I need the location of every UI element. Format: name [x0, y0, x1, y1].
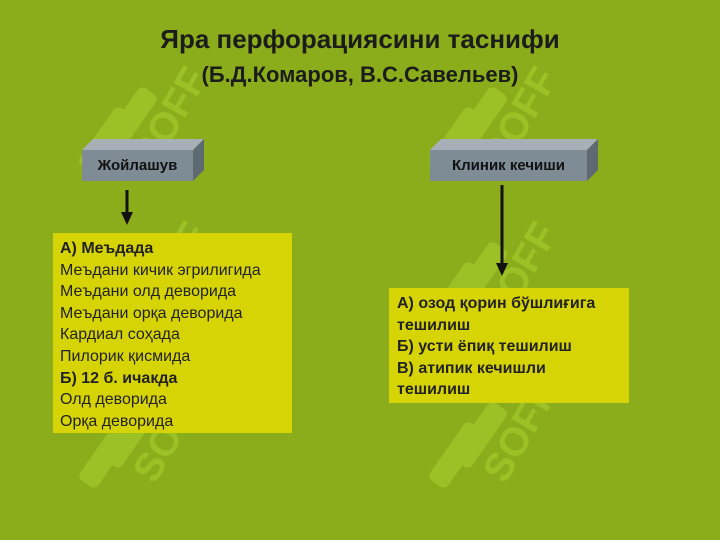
slide-title: Яра перфорациясини таснифи [160, 24, 560, 54]
panel-line: тешилиш [397, 381, 471, 399]
slide-subtitle: (Б.Д.Комаров, В.С.Савельев) [201, 62, 519, 87]
panel-line: Кардиал соҳада [60, 326, 180, 344]
arrow-down-right [496, 185, 508, 276]
panel-line: Меъдани орқа деворида [60, 304, 243, 322]
panel-line: А) Меъдада [60, 240, 154, 257]
header-box-location-label: Жойлашув [82, 150, 193, 181]
panel-line: Меъдани олд деворида [60, 283, 237, 301]
box-3d-sides [430, 139, 598, 181]
panel-line: Б) 12 б. ичакда [60, 369, 178, 387]
panel-line: Пилорик қисмида [60, 347, 191, 365]
arrow-down-left [121, 190, 133, 225]
panel-line: тешилиш [397, 316, 471, 334]
box-3d-sides [82, 139, 204, 181]
clinical-course-panel: А) озод қорин бўшлиғига тешилиш Б) усти … [389, 288, 629, 403]
panel-line: В) атипик кечишли [397, 359, 546, 377]
panel-line: Б) усти ёпиқ тешилиш [397, 338, 572, 356]
panel-line: Орқа деворида [60, 412, 174, 430]
panel-line: Олд деворида [60, 391, 167, 409]
header-box-clinical-course-label: Клиник кечиши [430, 150, 587, 181]
header-box-clinical-course: Клиник кечиши [430, 139, 598, 182]
panel-line: Меъдани кичик эгрилигида [60, 261, 261, 279]
location-panel: А) Меъдада Меъдани кичик эгрилигида Меъд… [53, 233, 292, 433]
header-box-location: Жойлашув [82, 139, 204, 182]
panel-line: А) озод қорин бўшлиғига [397, 295, 596, 312]
